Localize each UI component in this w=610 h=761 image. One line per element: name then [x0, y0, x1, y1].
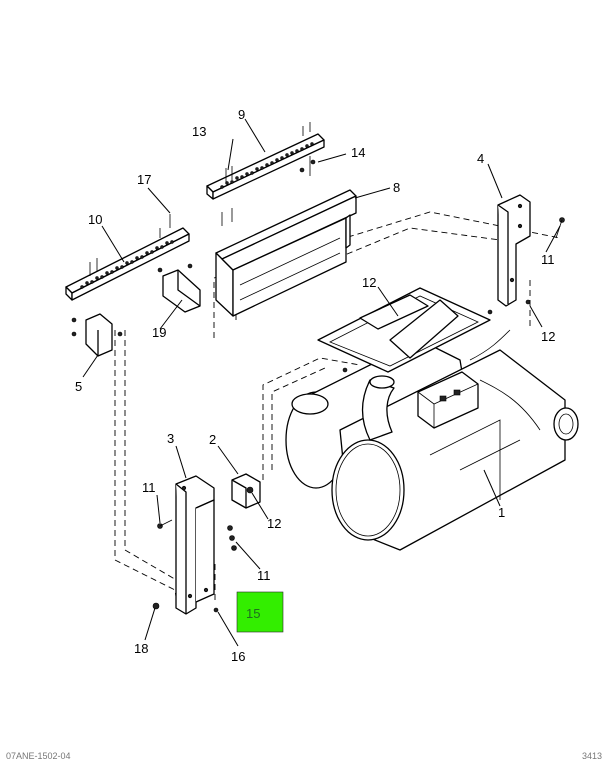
callout-4: 4 — [477, 151, 484, 166]
highlight-label: 15 — [246, 606, 260, 621]
clamp-bracket[interactable] — [231, 473, 261, 509]
fasteners — [152, 159, 565, 613]
callout-12-lower: 12 — [267, 516, 281, 531]
callout-labels: 13 9 14 8 17 10 19 5 4 11 12 12 1 3 2 12… — [75, 107, 555, 664]
highlight-part-15[interactable]: 15 — [236, 591, 284, 633]
step-tread-upper[interactable] — [206, 122, 325, 200]
callout-13: 13 — [192, 124, 206, 139]
callout-19: 19 — [152, 325, 166, 340]
callout-14: 14 — [351, 145, 365, 160]
aftertreatment-assembly[interactable] — [285, 287, 579, 551]
callout-12-right: 12 — [541, 329, 555, 344]
mount-bracket-right[interactable] — [497, 194, 531, 307]
highlight-box[interactable] — [236, 591, 284, 633]
callout-3: 3 — [167, 431, 174, 446]
callout-2: 2 — [209, 432, 216, 447]
callout-10: 10 — [88, 212, 102, 227]
step-bracket-upper[interactable] — [215, 156, 357, 317]
callout-17: 17 — [137, 172, 151, 187]
leader-lines — [82, 118, 561, 647]
step-bracket-small[interactable] — [157, 263, 201, 313]
callout-11-right: 11 — [541, 252, 555, 267]
step-tread-lower[interactable] — [65, 214, 190, 301]
support-bracket-long[interactable] — [175, 475, 215, 615]
callout-11-lower: 11 — [257, 568, 271, 583]
callout-9: 9 — [238, 107, 245, 122]
drawing-number: 07ANE-1502-04 — [6, 751, 71, 761]
callout-16: 16 — [231, 649, 245, 664]
callout-1: 1 — [498, 505, 505, 520]
callout-11-left: 11 — [142, 480, 156, 495]
callout-8: 8 — [393, 180, 400, 195]
callout-12-top: 12 — [362, 275, 376, 290]
callout-5: 5 — [75, 379, 82, 394]
callout-18: 18 — [134, 641, 148, 656]
mount-bracket-left[interactable] — [71, 313, 123, 357]
sheet-number: 3413 — [582, 751, 602, 761]
